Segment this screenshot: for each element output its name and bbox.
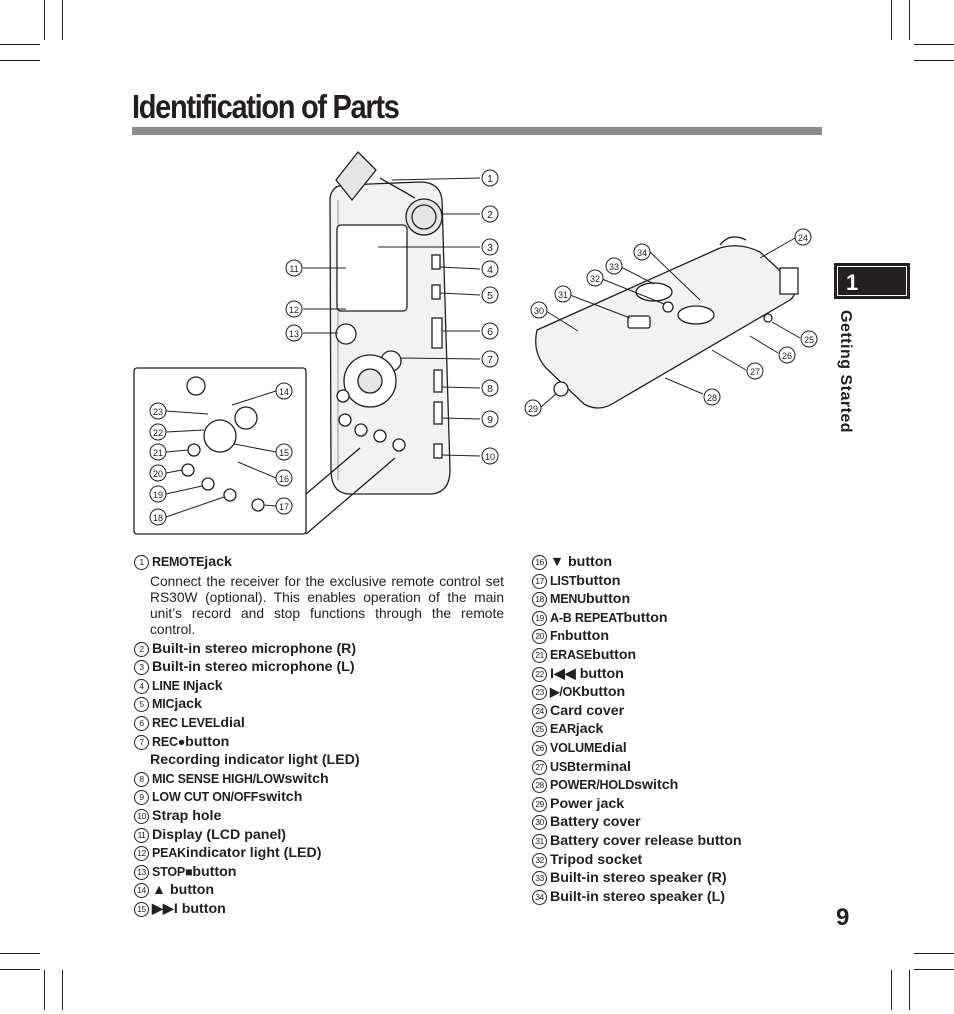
mic-r (405, 198, 443, 236)
svg-text:13: 13 (289, 329, 299, 339)
page-number: 9 (836, 904, 850, 931)
svg-text:11: 11 (289, 264, 298, 274)
stop-button-shape (335, 323, 357, 345)
mic-l (335, 151, 377, 202)
svg-text:17: 17 (279, 502, 289, 512)
svg-text:4: 4 (487, 264, 493, 276)
callout-numbers: 1 2 3 4 5 6 7 8 9 10 11 12 13 14 15 16 1… (149, 169, 818, 526)
speaker-l (635, 282, 673, 302)
speaker-r (677, 305, 715, 325)
svg-text:20: 20 (153, 469, 163, 479)
inset-box (133, 367, 307, 535)
remote-description: Connect the receiver for the exclusive r… (150, 573, 504, 637)
svg-text:23: 23 (153, 407, 163, 417)
device-illustration: 1 2 3 4 5 6 7 8 9 10 11 12 13 14 15 16 1… (133, 151, 818, 535)
svg-text:25: 25 (804, 335, 814, 345)
chapter-tab (834, 263, 910, 299)
svg-text:33: 33 (609, 262, 619, 272)
svg-text:31: 31 (558, 290, 568, 300)
svg-text:9: 9 (487, 414, 493, 426)
svg-text:21: 21 (153, 448, 163, 458)
tripod-socket (662, 301, 674, 313)
svg-text:26: 26 (782, 351, 792, 361)
chapter-number: 1 (846, 270, 859, 295)
svg-text:5: 5 (487, 290, 493, 302)
svg-text:12: 12 (289, 305, 299, 315)
page-title: Identification of Parts (132, 88, 400, 125)
svg-text:28: 28 (707, 393, 717, 403)
svg-text:14: 14 (279, 387, 289, 397)
svg-text:27: 27 (750, 367, 760, 377)
svg-text:24: 24 (798, 233, 808, 243)
chapter-label: Getting Started (837, 310, 854, 434)
svg-text:10: 10 (485, 452, 495, 462)
rec-subtext: Recording indicator light (LED) (150, 752, 360, 769)
svg-text:19: 19 (153, 490, 163, 500)
svg-text:8: 8 (487, 383, 493, 395)
svg-text:22: 22 (153, 428, 163, 438)
svg-text:32: 32 (590, 274, 600, 284)
svg-text:15: 15 (279, 448, 289, 458)
svg-text:29: 29 (528, 404, 538, 414)
svg-text:30: 30 (534, 306, 544, 316)
svg-text:6: 6 (487, 326, 493, 338)
svg-text:1: 1 (487, 173, 493, 185)
list-item: 23▶/OK button (530, 683, 830, 702)
svg-text:34: 34 (637, 248, 647, 258)
svg-text:16: 16 (279, 474, 289, 484)
svg-text:7: 7 (487, 354, 493, 366)
list-item: 15▶▶I button (132, 900, 504, 919)
svg-text:18: 18 (153, 513, 163, 523)
svg-text:2: 2 (487, 209, 493, 221)
title-rule (132, 127, 822, 135)
list-item: 16▼ button (530, 553, 830, 572)
back-device-body (535, 245, 796, 409)
power-jack (553, 381, 569, 397)
list-item: 14▲ button (132, 881, 504, 900)
display-panel (336, 224, 408, 312)
svg-text:3: 3 (487, 242, 493, 254)
